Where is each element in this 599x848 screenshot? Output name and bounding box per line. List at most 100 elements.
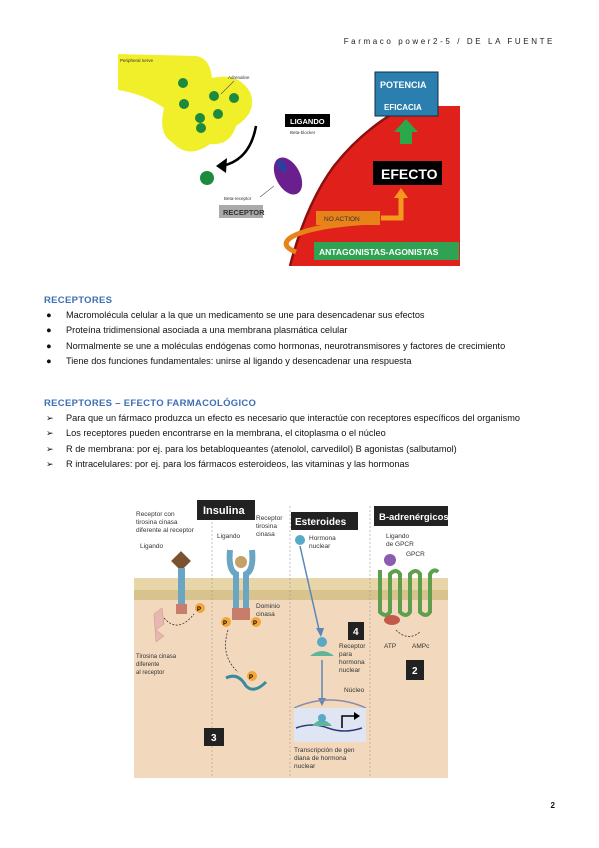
no-action-box bbox=[316, 211, 380, 225]
vesicle bbox=[179, 99, 189, 109]
esteroides-header bbox=[291, 512, 358, 530]
arrow-bullet-icon: ➢ bbox=[46, 428, 54, 439]
effect-arrowhead bbox=[394, 188, 408, 198]
number-badge-4 bbox=[348, 622, 364, 640]
receptor-stem bbox=[178, 568, 185, 608]
phosphate-icon bbox=[195, 603, 205, 613]
beta-blocker-highlight bbox=[277, 159, 287, 173]
bound-receptor bbox=[312, 720, 332, 726]
ligando-label: Ligando bbox=[140, 543, 164, 550]
receptor-tirosina-label: diferente al receptor bbox=[136, 527, 195, 534]
vesicle bbox=[178, 78, 188, 88]
nucleo-label: Núcleo bbox=[344, 687, 365, 694]
tirosina-diferente-label: Tirosina cinasa bbox=[136, 654, 177, 660]
vesicle bbox=[209, 91, 219, 101]
list-item: ●Macromolécula celular a la que un medic… bbox=[44, 308, 556, 323]
bullet-icon: ● bbox=[46, 325, 52, 336]
receptores-list: ●Macromolécula celular a la que un medic… bbox=[44, 308, 556, 369]
transcription-arrowhead bbox=[354, 712, 360, 720]
dna bbox=[295, 724, 363, 732]
receptor-label-box bbox=[219, 205, 263, 218]
effect-arrow bbox=[381, 196, 404, 221]
hormone-icon bbox=[295, 535, 305, 545]
tirosina-diferente-label: al receptor bbox=[136, 670, 164, 676]
list-item: ●Normalmente se une a moléculas endógena… bbox=[44, 339, 556, 354]
phosphate-label: P bbox=[223, 621, 227, 627]
phosphate-icon bbox=[247, 671, 257, 681]
potencia-box bbox=[374, 71, 439, 117]
number-3: 3 bbox=[211, 733, 217, 744]
signal-arrow bbox=[225, 629, 239, 673]
receptor-domain bbox=[176, 604, 187, 614]
membrane-top bbox=[134, 578, 448, 592]
tirosina-diferente-label: diferente bbox=[136, 662, 160, 668]
antagonistas-box bbox=[314, 242, 459, 260]
transcripcion-label: Transcripción de gen bbox=[294, 747, 355, 754]
up-arrow-shape bbox=[394, 119, 418, 144]
antagonistas-label: ANTAGONISTAS-AGONISTAS bbox=[319, 247, 439, 257]
beta-receptor-label: Beta-receptor bbox=[224, 196, 252, 201]
receptor-tk-label: Receptor bbox=[256, 515, 283, 522]
hormona-label: nuclear bbox=[309, 543, 331, 550]
section-title-receptores: RECEPTORES bbox=[44, 295, 113, 306]
vesicle bbox=[195, 113, 205, 123]
kinase-blob bbox=[153, 607, 165, 643]
nuclear-receptor-ligand bbox=[317, 637, 327, 647]
adrenaline-pointer bbox=[220, 80, 235, 95]
arrow-bullet-icon: ➢ bbox=[46, 443, 54, 454]
insulina-header-label: Insulina bbox=[203, 505, 245, 517]
vesicle bbox=[213, 109, 223, 119]
list-item: ➢R de membrana: por ej. para los betablo… bbox=[44, 442, 556, 457]
ligando-gpcr-label: Ligando bbox=[386, 533, 410, 540]
nuclear-receptor bbox=[310, 651, 334, 656]
ligando-label: LIGANDO bbox=[290, 117, 325, 126]
section-title-efecto: RECEPTORES – EFECTO FARMACOLÓGICO bbox=[44, 398, 257, 409]
tk-receptor-left bbox=[226, 549, 239, 616]
bullet-icon: ● bbox=[46, 340, 52, 351]
ligando-label: Ligando bbox=[217, 533, 241, 540]
membrane-bottom bbox=[134, 590, 448, 600]
cytoplasm bbox=[134, 596, 448, 778]
receptor-tk-label: cinasa bbox=[256, 531, 275, 538]
page-number: 2 bbox=[550, 801, 555, 810]
list-item: ➢Para que un fármaco produzca un efecto … bbox=[44, 411, 556, 426]
receptor-label: RECEPTOR bbox=[223, 208, 265, 217]
tk-receptor-right bbox=[243, 549, 256, 616]
gpcr-receptor bbox=[378, 568, 440, 617]
page-header: Farmaco power2-5 / DE LA FUENTE bbox=[343, 37, 555, 46]
beta-receptor-pointer bbox=[259, 185, 275, 198]
receptor-para-label: nuclear bbox=[339, 667, 361, 674]
release-arrowhead bbox=[216, 158, 227, 173]
receptor-tirosina-label: tirosina cinasa bbox=[136, 519, 178, 526]
free-adrenaline bbox=[200, 171, 214, 185]
insulina-header bbox=[197, 500, 255, 520]
phosphate-label: P bbox=[197, 607, 201, 613]
receptor-diagram: Peripheral nerve Adrenaline LIGANDO Beta… bbox=[118, 54, 460, 266]
bullet-icon: ● bbox=[46, 355, 52, 366]
transcripcion-label: nuclear bbox=[294, 763, 316, 770]
phosphate-icon bbox=[251, 617, 261, 627]
tk-domain bbox=[232, 608, 250, 620]
adrenaline-label: Adrenaline bbox=[228, 75, 250, 80]
potencia-label: POTENCIA bbox=[380, 80, 427, 90]
eficacia-label: EFICACIA bbox=[384, 103, 422, 112]
no-action-label: NO ACTION bbox=[324, 216, 360, 223]
phosphate-label: P bbox=[249, 675, 253, 681]
substrate bbox=[225, 674, 268, 691]
nucleus-membrane bbox=[293, 699, 367, 709]
beta-blocker-label: Beta-blocker bbox=[290, 130, 316, 135]
esteroides-header-label: Esteroides bbox=[295, 517, 347, 528]
dominio-label: Dominio bbox=[256, 603, 280, 610]
number-badge-2 bbox=[406, 660, 424, 680]
list-item: ●Proteína tridimensional asociada a una … bbox=[44, 323, 556, 338]
ligando-gpcr-label: de GPCR bbox=[386, 541, 414, 548]
efecto-label: EFECTO bbox=[381, 166, 438, 182]
atp-label: ATP bbox=[384, 643, 396, 650]
arrow-bullet-icon: ➢ bbox=[46, 458, 54, 469]
camp-arrow bbox=[395, 629, 421, 637]
receptor-para-label: Receptor bbox=[339, 643, 366, 650]
hormona-label: Hormona bbox=[309, 535, 336, 542]
receptor-tk-label: tirosina bbox=[256, 523, 277, 530]
number-4: 4 bbox=[353, 627, 359, 638]
bound-ligand bbox=[318, 714, 326, 722]
